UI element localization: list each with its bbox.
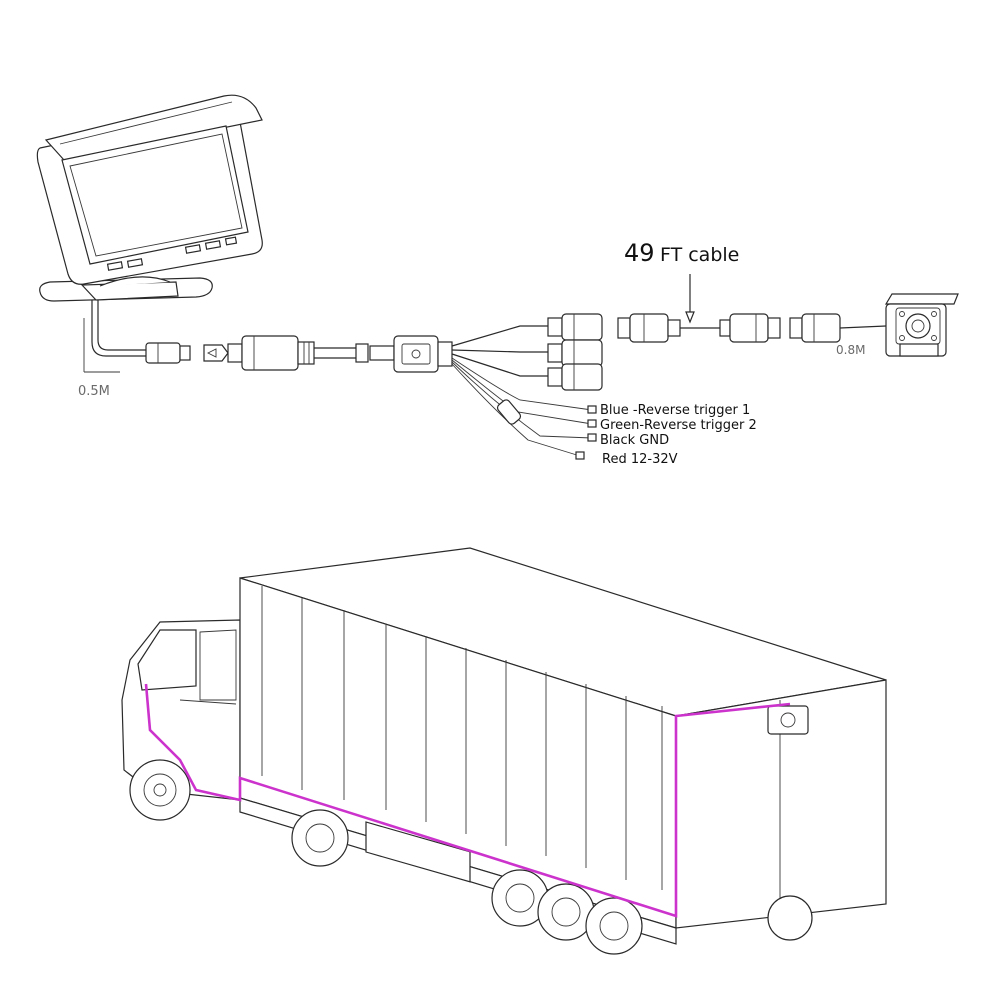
wire-label-green: Green-Reverse trigger 2 bbox=[600, 418, 757, 433]
wire-label-black: Black GND bbox=[600, 433, 669, 448]
connector-icon bbox=[547, 313, 603, 391]
extension-cable bbox=[617, 274, 781, 343]
monitor-icon bbox=[36, 94, 263, 302]
camera-cable-length: 0.8M bbox=[836, 343, 865, 357]
wire-tips bbox=[575, 405, 597, 460]
monitor-cable-length: 0.5M bbox=[78, 384, 110, 399]
camera-cable bbox=[789, 313, 887, 343]
camera-icon bbox=[884, 293, 959, 357]
extension-cable-length: 49 bbox=[624, 239, 655, 267]
extension-cable-suffix: FT cable bbox=[660, 244, 739, 266]
splitter-branches bbox=[451, 325, 593, 457]
monitor-cable bbox=[83, 300, 146, 373]
truck-icon bbox=[121, 547, 887, 955]
wire-label-blue: Blue -Reverse trigger 1 bbox=[600, 403, 750, 418]
cable-route bbox=[144, 683, 791, 918]
wire-label-red: Red 12-32V bbox=[602, 452, 678, 467]
connector-icon bbox=[145, 335, 453, 373]
